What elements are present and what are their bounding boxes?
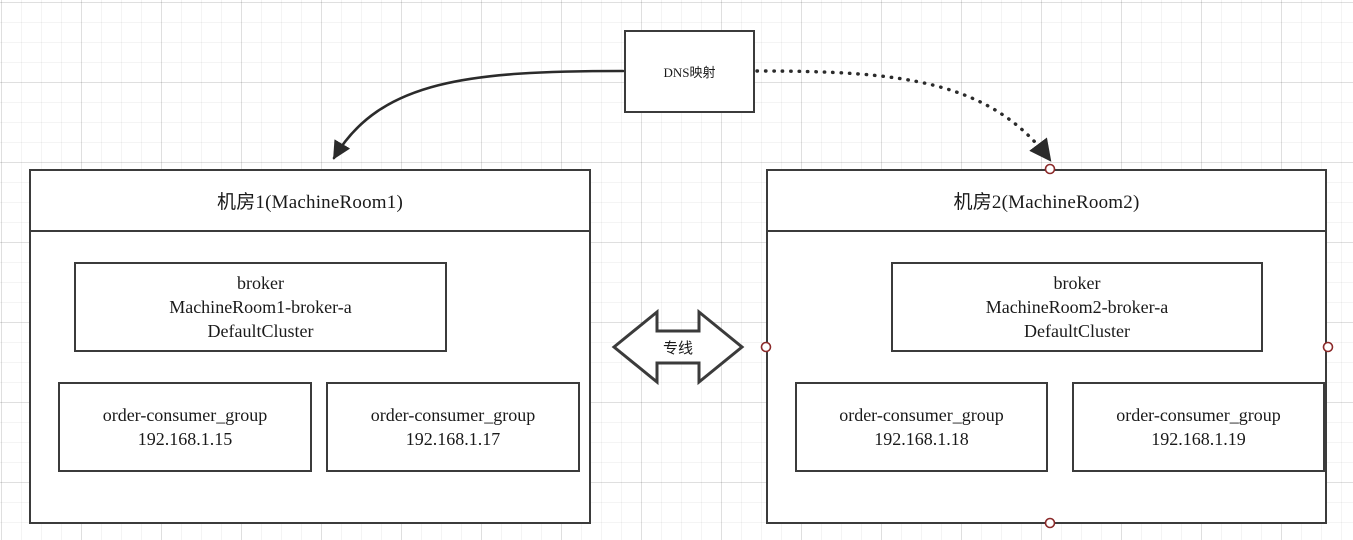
broker-line-1: broker [237,272,284,293]
machine-room-1-broker-box[interactable]: broker MachineRoom1-broker-a DefaultClus… [74,262,447,352]
consumer-group-name: order-consumer_group [839,404,1004,425]
dns-to-machine-room-1-arrow[interactable] [332,69,625,160]
consumer-group-name: order-consumer_group [102,404,268,425]
broker-line-3: DefaultCluster [207,321,314,342]
consumer-group-ip: 192.168.1.19 [1151,429,1246,449]
machine-room-1-consumer-box-1[interactable]: order-consumer_group 192.168.1.15 [58,382,312,472]
machine-room-1-divider [31,230,589,232]
consumer-group-ip: 192.168.1.17 [405,429,501,449]
broker-line-3: DefaultCluster [1024,321,1130,342]
broker-line-2: MachineRoom2-broker-a [985,296,1169,317]
broker-line-1: broker [1053,272,1101,293]
machine-room-2-consumer-box-1[interactable]: order-consumer_group 192.168.1.18 [795,382,1048,472]
consumer-group-ip: 192.168.1.15 [137,429,233,449]
dns-mapping-label: DNS映射 [663,65,716,80]
dns-to-machine-room-2-arrow[interactable] [755,69,1052,162]
machine-room-1-title: 机房1(MachineRoom1) [217,192,403,213]
machine-room-2-title: 机房2(MachineRoom2) [953,192,1140,213]
machine-room-2-broker-box[interactable]: broker MachineRoom2-broker-a DefaultClus… [891,262,1263,352]
consumer-group-name: order-consumer_group [1116,404,1281,425]
machine-room-1-container[interactable]: 机房1(MachineRoom1) broker MachineRoom1-br… [29,169,591,524]
dedicated-line-label: 专线 [662,340,693,357]
dns-mapping-box[interactable]: DNS映射 [624,30,755,113]
broker-line-2: MachineRoom1-broker-a [169,296,352,317]
machine-room-2-divider [768,230,1325,232]
machine-room-1-consumer-box-2[interactable]: order-consumer_group 192.168.1.17 [326,382,580,472]
consumer-group-ip: 192.168.1.18 [874,429,969,449]
machine-room-2-consumer-box-2[interactable]: order-consumer_group 192.168.1.19 [1072,382,1325,472]
consumer-group-name: order-consumer_group [370,404,536,425]
machine-room-2-container[interactable]: 机房2(MachineRoom2) broker MachineRoom2-br… [766,169,1327,524]
